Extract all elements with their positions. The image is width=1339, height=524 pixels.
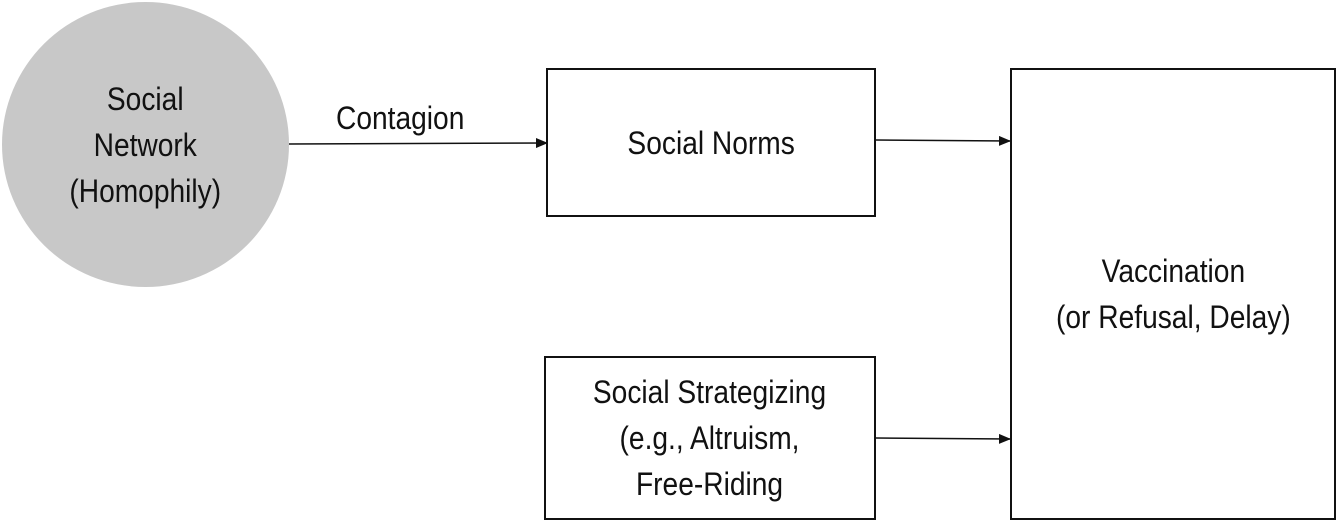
contagion-edge-label: Contagion	[336, 100, 465, 136]
social-strategizing-line-2: (e.g., Altruism,	[620, 420, 800, 456]
social-network-node: Social Network (Homophily)	[2, 2, 289, 287]
vaccination-line-2: (or Refusal, Delay)	[1055, 299, 1291, 335]
arrow-network-to-norms	[288, 138, 548, 149]
arrow-strategizing-to-vaccination	[875, 433, 1011, 444]
vaccination-line-1: Vaccination	[1101, 253, 1245, 289]
social-strategizing-box: Social Strategizing (e.g., Altruism, Fre…	[544, 356, 876, 520]
social-network-line-3: (Homophily)	[69, 172, 222, 209]
social-norms-text: Social Norms	[627, 120, 794, 166]
social-norms-line-1: Social Norms	[627, 124, 795, 161]
arrow-norms-to-vaccination	[875, 135, 1011, 146]
social-strategizing-text: Social Strategizing (e.g., Altruism, Fre…	[593, 369, 826, 507]
social-norms-box: Social Norms	[546, 68, 876, 217]
vaccination-text: Vaccination (or Refusal, Delay)	[1056, 248, 1291, 340]
social-network-text: Social Network (Homophily)	[70, 76, 222, 214]
vaccination-box: Vaccination (or Refusal, Delay)	[1010, 68, 1336, 520]
social-network-line-2: Network	[93, 126, 198, 163]
social-strategizing-line-1: Social Strategizing	[593, 374, 827, 410]
social-strategizing-line-3: Free-Riding	[636, 466, 784, 502]
social-network-line-1: Social	[107, 80, 184, 117]
